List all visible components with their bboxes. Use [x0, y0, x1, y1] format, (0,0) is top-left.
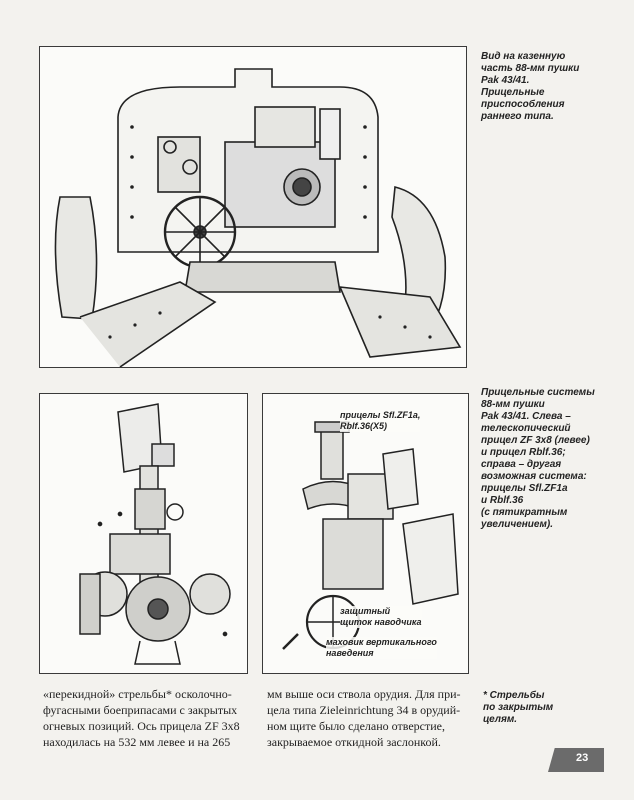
caption-bottom-line: Прицельные системы: [481, 387, 595, 398]
caption-top-line: приспособления: [481, 99, 565, 110]
footnote-line: по закрытым: [483, 702, 554, 713]
caption-bottom-line: увеличением).: [481, 519, 553, 530]
label-sights-line: Rblf.36(X5): [340, 421, 388, 431]
label-sights-line: прицелы Sfl.ZF1a,: [340, 410, 421, 420]
body-text-line: «перекидной» стрельбы* осколочно-: [43, 687, 232, 701]
label-sights: прицелы Sfl.ZF1a, Rblf.36(X5): [340, 410, 421, 432]
caption-bottom-line: 88-мм пушки: [481, 399, 545, 410]
caption-top-line: Вид на казенную: [481, 51, 566, 62]
body-text-line: мм выше оси ствола орудия. Для при-: [267, 687, 461, 701]
caption-bottom: Прицельные системы 88-мм пушки Pak 43/41…: [481, 387, 615, 531]
body-text-column-1: «перекидной» стрельбы* осколочно- фугасн…: [43, 686, 245, 750]
caption-bottom-line: возможная система:: [481, 471, 587, 482]
caption-top-line: часть 88-мм пушки: [481, 63, 580, 74]
zf-sight-drawing: [79, 403, 231, 665]
footnote-line: целям.: [483, 714, 518, 725]
caption-bottom-line: прицел ZF 3x8 (левее): [481, 435, 590, 446]
body-text-column-2: мм выше оси ствола орудия. Для при- цела…: [267, 686, 465, 750]
caption-top-line: Pak 43/41.: [481, 75, 530, 86]
breech-illustration: [39, 46, 467, 368]
body-text-line: цела типа Zieleinrichtung 34 в орудий-: [267, 703, 461, 717]
body-text-line: фугасными боеприпасами с закрытых: [43, 703, 238, 717]
sfl-sight-drawing: [282, 421, 459, 650]
page-number: 23: [576, 752, 589, 764]
caption-bottom-line: и Rblf.36: [481, 495, 524, 506]
body-text-line: закрываемое откидной заслонкой.: [267, 735, 441, 749]
sfl-sight-illustration: [262, 393, 469, 674]
label-shield-line: защитный: [340, 606, 391, 616]
caption-bottom-line: справа – другая: [481, 459, 562, 470]
caption-bottom-line: (с пятикратным: [481, 507, 568, 518]
footnote: * Стрельбы по закрытым целям.: [483, 690, 583, 726]
page-number-tab: [548, 748, 604, 772]
caption-bottom-line: телескопический: [481, 423, 571, 434]
caption-bottom-line: и прицел Rblf.36;: [481, 447, 566, 458]
caption-top: Вид на казенную часть 88-мм пушки Pak 43…: [481, 51, 601, 123]
label-shield: защитный щиток наводчика: [340, 606, 422, 628]
caption-bottom-line: Pak 43/41. Слева –: [481, 411, 571, 422]
label-shield-line: щиток наводчика: [340, 617, 422, 627]
zf-sight-illustration: [39, 393, 248, 674]
body-text-line: огневых позиций. Ось прицела ZF 3x8: [43, 719, 240, 733]
caption-top-line: раннего типа.: [481, 111, 554, 122]
caption-bottom-line: прицелы Sfl.ZF1a: [481, 483, 568, 494]
label-handwheel: маховик вертикального наведения: [326, 637, 437, 659]
body-text-line: ном щите было сделано отверстие,: [267, 719, 445, 733]
caption-top-line: Прицельные: [481, 87, 545, 98]
label-handwheel-line: маховик вертикального: [326, 637, 437, 647]
label-handwheel-line: наведения: [326, 648, 374, 658]
footnote-line: * Стрельбы: [483, 690, 545, 701]
breech-drawing: [54, 68, 462, 367]
body-text-line: находилась на 532 мм левее и на 265: [43, 735, 231, 749]
